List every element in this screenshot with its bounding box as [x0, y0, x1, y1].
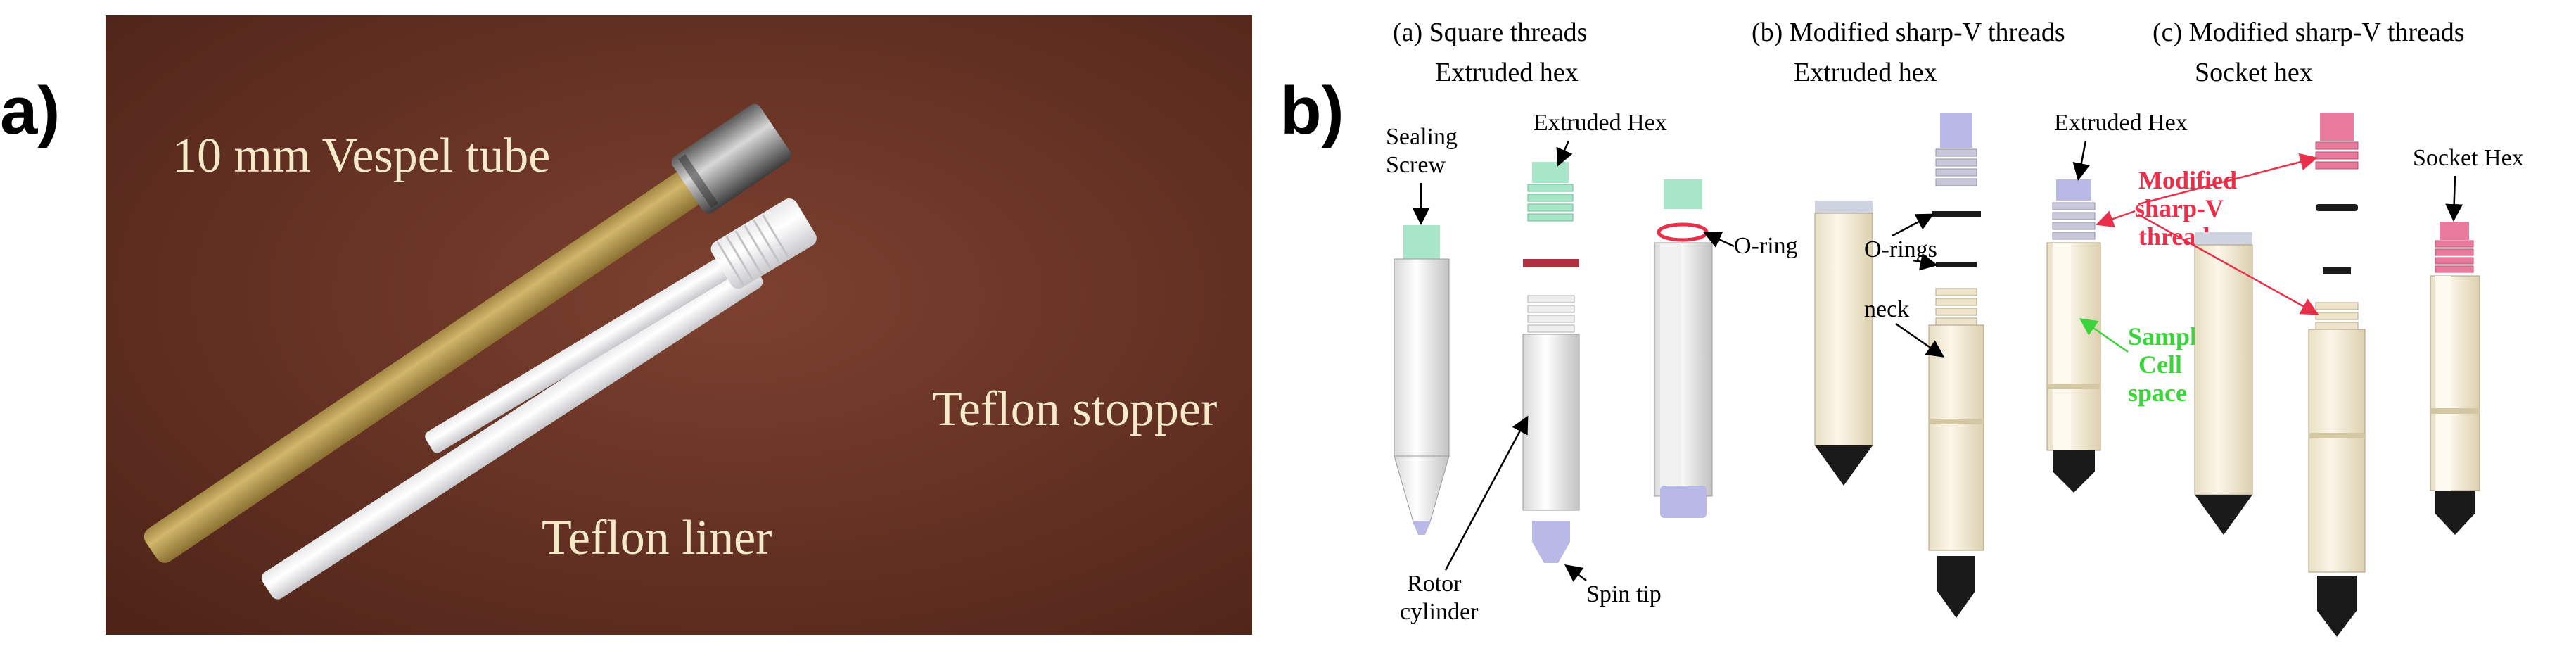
modified-threads-arrow-c-1 — [2138, 153, 2318, 205]
rotor-cylinder-arrow — [1444, 415, 1529, 571]
neck-arrow — [1895, 322, 1945, 358]
panel-b-letter: b) — [1280, 73, 1344, 148]
sample-components-photo: 10 mm Vespel tube Teflon liner Teflon st… — [106, 15, 1252, 635]
o-ring-label: O-ring — [1734, 233, 1798, 259]
design-a-assembled-rotor — [1394, 225, 1450, 535]
o-ring-arrow — [1703, 232, 1735, 248]
rotor-designs-diagram: (a) Square threads Extruded hex (b) Modi… — [1386, 18, 2524, 637]
spin-tip-arrow — [1564, 564, 1587, 582]
neck-label: neck — [1864, 296, 1909, 322]
design-a-cutaway-rotor — [1654, 179, 1713, 518]
design-a-exploded-rotor — [1522, 162, 1580, 563]
modified-threads-arrow-c-2 — [2138, 213, 2319, 315]
sub-a-title: (a) Square threads — [1393, 18, 1587, 47]
design-c-assembled-rotor — [2194, 232, 2253, 535]
sub-b-title: (b) Modified sharp-V threads — [1752, 18, 2065, 47]
sample-cell-space-label-3: space — [2128, 379, 2187, 407]
spin-tip-label: Spin tip — [1586, 581, 1662, 607]
design-b-exploded-rotor — [1928, 113, 1984, 618]
sample-cell-space-arrow — [2079, 318, 2129, 353]
extruded-hex-b-arrow — [2072, 140, 2091, 181]
extruded-hex-a-arrow — [1556, 140, 1573, 167]
sub-c-title: (c) Modified sharp-V threads — [2153, 18, 2465, 47]
teflon-liner — [261, 260, 763, 600]
sample-cell-space-label-2: Cell — [2138, 350, 2182, 379]
teflon-liner-label: Teflon liner — [542, 511, 772, 565]
design-c-cutaway-rotor — [2430, 222, 2480, 535]
rotor-cylinder-label-2: cylinder — [1400, 599, 1479, 625]
rotor-cylinder-label: Rotor — [1407, 571, 1462, 597]
panel-a-letter: a) — [0, 73, 60, 148]
sub-c-subtitle: Socket hex — [2195, 58, 2313, 87]
o-rings-arrow-2 — [1913, 253, 1938, 271]
design-c-exploded-rotor — [2308, 113, 2366, 637]
sealing-screw-label-2: Screw — [1386, 152, 1446, 178]
design-b-cutaway-rotor — [2046, 179, 2101, 493]
teflon-stopper — [425, 198, 817, 453]
socket-hex-arrow — [2445, 175, 2463, 222]
sealing-screw-label: Sealing — [1386, 124, 1458, 150]
socket-hex-label: Socket Hex — [2413, 145, 2524, 171]
o-rings-arrow-1 — [1892, 213, 1934, 237]
design-b-assembled-rotor — [1814, 201, 1873, 486]
extruded-hex-a-label: Extruded Hex — [1534, 110, 1667, 136]
vespel-tube-label: 10 mm Vespel tube — [172, 129, 550, 183]
vespel-tube — [144, 103, 792, 563]
sub-a-subtitle: Extruded hex — [1435, 58, 1579, 87]
modified-threads-arrow-b — [2096, 210, 2136, 228]
modified-threads-label-b: Modified — [2138, 166, 2237, 194]
extruded-hex-b-label: Extruded Hex — [2054, 110, 2188, 136]
modified-threads-label-b-2: sharp-V — [2135, 194, 2224, 222]
teflon-stopper-label: Teflon stopper — [932, 382, 1217, 436]
o-rings-label: O-rings — [1864, 236, 1937, 262]
sub-b-subtitle: Extruded hex — [1794, 58, 1937, 87]
